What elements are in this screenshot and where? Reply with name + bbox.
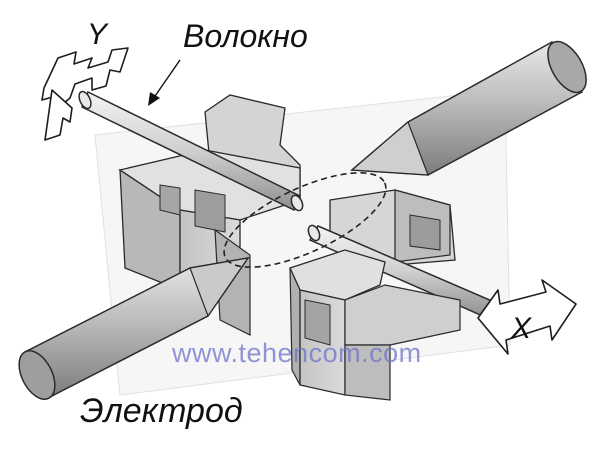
fiber-left	[78, 90, 304, 212]
electrode-label: Электрод	[80, 392, 243, 430]
electrode-lower-left	[18, 256, 250, 400]
x-axis-arrow	[477, 279, 577, 355]
y-axis-arrow	[41, 47, 129, 141]
electrode-upper-right	[350, 40, 587, 176]
clamp-block-front-right	[289, 249, 461, 401]
axis-y-label: Y	[87, 18, 108, 51]
clamp-block-back-left	[118, 94, 301, 301]
arc-discharge-zone	[223, 172, 387, 268]
fiber-label: Волокно	[183, 18, 308, 54]
fiber-leader-arrow	[148, 59, 181, 106]
axis-x-label: X	[511, 312, 532, 345]
watermark-text: www.tehencom.com	[172, 338, 422, 368]
